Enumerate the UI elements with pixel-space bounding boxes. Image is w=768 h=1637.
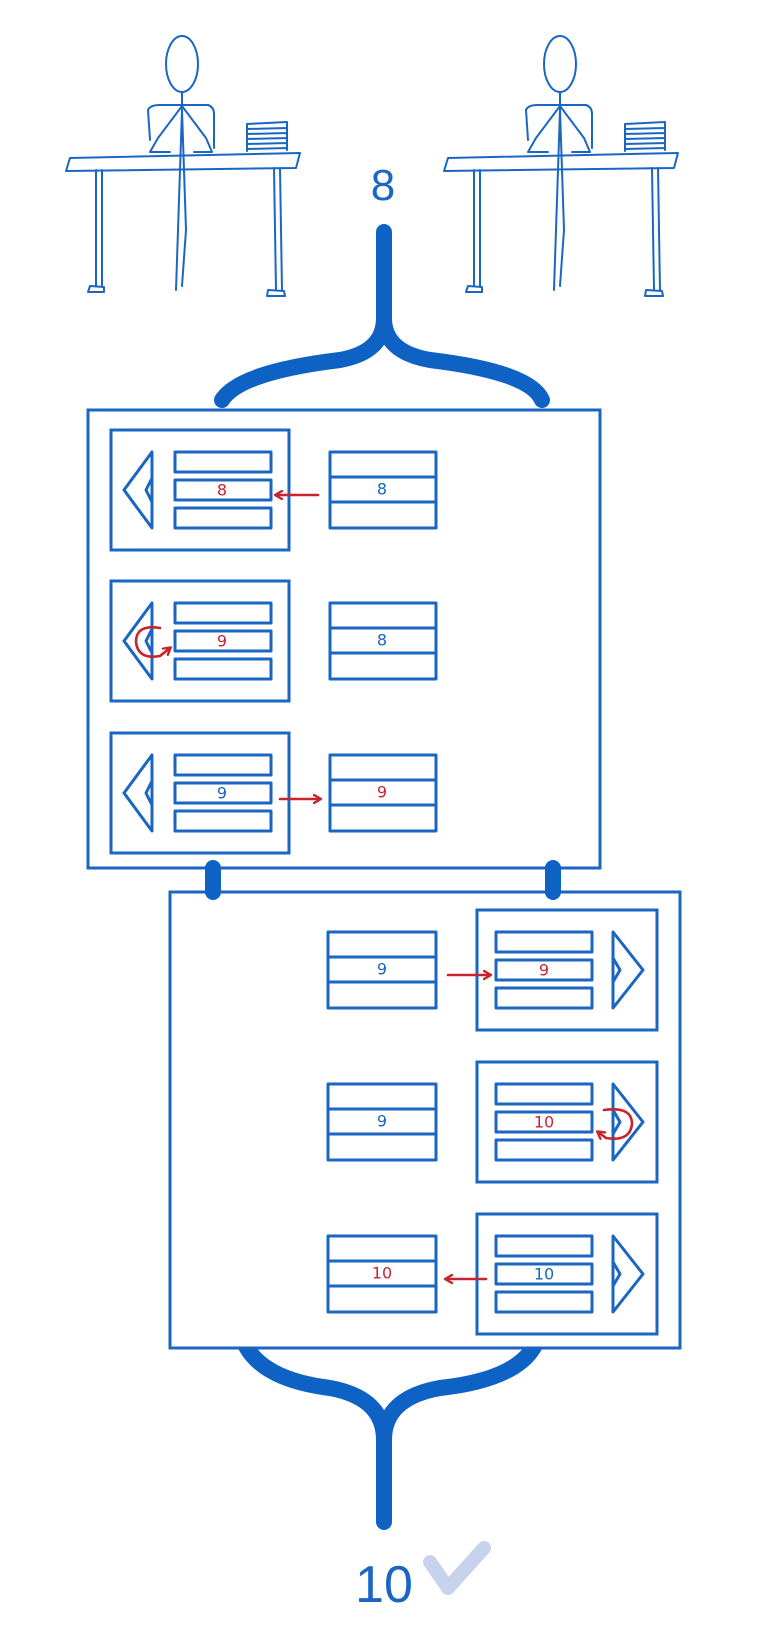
person-at-desk-icon [443, 35, 679, 297]
start-value: 8 [371, 161, 395, 210]
shared-record [326, 1234, 438, 1314]
person-at-desk-icon [65, 35, 301, 297]
checkmark-icon [423, 1541, 491, 1595]
increment-arrow [598, 1108, 634, 1138]
shared-value: 10 [372, 1264, 392, 1283]
transaction-1-step-read: 8 8 [109, 428, 438, 552]
shared-value: 9 [377, 783, 387, 802]
transaction-2-step-write: 10 10 [326, 1212, 659, 1336]
transaction-1-step-write: 9 9 [109, 731, 438, 855]
increment-arrow [134, 626, 170, 658]
shared-value: 8 [377, 631, 387, 650]
local-value: 9 [217, 632, 227, 651]
transaction-1-step-increment: 9 8 [109, 579, 438, 703]
shared-record [326, 1082, 438, 1162]
shared-record [328, 450, 438, 530]
shared-record [328, 601, 438, 681]
shared-value: 9 [377, 1112, 387, 1131]
shared-record [328, 753, 438, 833]
shared-value: 9 [377, 960, 387, 979]
local-value: 8 [217, 481, 227, 500]
transaction-2-step-read: 9 9 [326, 908, 659, 1032]
local-value: 10 [534, 1113, 554, 1132]
shared-value: 8 [377, 480, 387, 499]
end-value: 10 [355, 1556, 413, 1614]
local-value: 9 [539, 961, 549, 980]
shared-record [326, 930, 438, 1010]
transaction-2-step-increment: 10 9 [326, 1060, 659, 1184]
local-value: 10 [534, 1265, 554, 1284]
local-value: 9 [217, 784, 227, 803]
